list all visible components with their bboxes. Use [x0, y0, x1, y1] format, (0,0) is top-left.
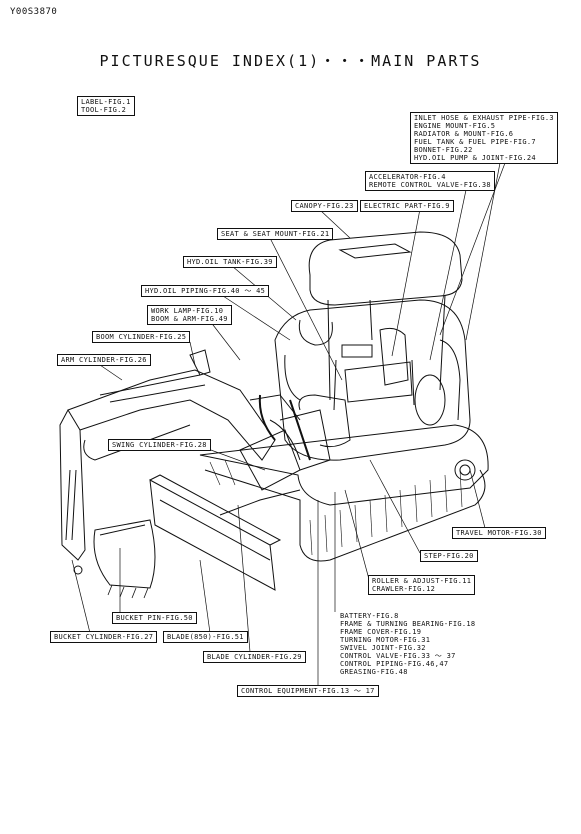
swing-cylinder-callout: SWING CYLINDER-FIG.28 — [108, 439, 211, 451]
callout-line: ROLLER & ADJUST-FIG.11 — [372, 577, 472, 585]
callout-line: CRAWLER-FIG.12 — [372, 585, 436, 593]
seat-callout: SEAT & SEAT MOUNT-FIG.21 — [217, 228, 334, 240]
step-callout: STEP-FIG.20 — [420, 550, 478, 562]
canopy-callout: CANOPY-FIG.23 — [291, 200, 358, 212]
callout-line: GREASING-FIG.48 — [340, 668, 408, 676]
callout-line: TOOL-FIG.2 — [81, 106, 127, 114]
callout-line: CONTROL PIPING-FIG.46,47 — [340, 660, 449, 668]
bucket — [73, 519, 156, 599]
work-lamp-callout: WORK LAMP-FIG.10 BOOM & ARM-FIG.49 — [147, 305, 232, 325]
callout-line: CONTROL VALVE-FIG.33 〜 37 — [340, 652, 456, 660]
callout-line: TURNING MOTOR-FIG.31 — [340, 636, 431, 644]
blade-callout: BLADE(850)-FIG.51 — [163, 631, 248, 643]
swing-bracket — [239, 394, 351, 491]
leader-lines — [71, 162, 506, 686]
callout-line: REMOTE CONTROL VALVE-FIG.38 — [369, 181, 491, 189]
frame-group-callout: BATTERY-FIG.8 FRAME & TURNING BEARING-FI… — [337, 611, 479, 677]
callout-line: RADIATOR & MOUNT-FIG.6 — [414, 130, 514, 138]
blade-cylinder-callout: BLADE CYLINDER-FIG.29 — [203, 651, 306, 663]
accelerator-callout: ACCELERATOR-FIG.4 REMOTE CONTROL VALVE-F… — [365, 171, 495, 191]
callout-line: FRAME & TURNING BEARING-FIG.18 — [340, 620, 476, 628]
callout-line: BONNET-FIG.22 — [414, 146, 473, 154]
callout-line: ENGINE MOUNT-FIG.5 — [414, 122, 496, 130]
boom-and-arm — [59, 349, 301, 561]
callout-line: FRAME COVER-FIG.19 — [340, 628, 422, 636]
control-equipment-callout: CONTROL EQUIPMENT-FIG.13 〜 17 — [237, 685, 379, 697]
electric-part-callout: ELECTRIC PART-FIG.9 — [360, 200, 454, 212]
canopy — [308, 231, 463, 401]
dozer-blade — [149, 474, 301, 591]
callout-line: LABEL-FIG.1 — [81, 98, 131, 106]
document-code: Y00S3870 — [10, 7, 58, 17]
callout-line: BATTERY-FIG.8 — [340, 612, 399, 620]
callout-line: FUEL TANK & FUEL PIPE-FIG.7 — [414, 138, 536, 146]
arm-cylinder-callout: ARM CYLINDER-FIG.26 — [57, 354, 151, 366]
upper-structure — [274, 299, 471, 461]
roller-crawler-callout: ROLLER & ADJUST-FIG.11 CRAWLER-FIG.12 — [368, 575, 476, 595]
callout-line: ACCELERATOR-FIG.4 — [369, 173, 446, 181]
callout-line: HYD.OIL PUMP & JOINT-FIG.24 — [414, 154, 536, 162]
operator-seat — [333, 327, 415, 411]
engine-group-callout: INLET HOSE & EXHAUST PIPE-FIG.3 ENGINE M… — [410, 112, 558, 164]
bucket-cylinder-callout: BUCKET CYLINDER-FIG.27 — [50, 631, 158, 643]
page-title: PICTURESQUE INDEX(1)・・・MAIN PARTS — [99, 52, 482, 70]
label-tool-callout: LABEL-FIG.1 TOOL-FIG.2 — [77, 96, 135, 116]
callout-line: BOOM & ARM-FIG.49 — [151, 315, 228, 323]
boom-cylinder-callout: BOOM CYLINDER-FIG.25 — [92, 331, 191, 343]
callout-line: WORK LAMP-FIG.10 — [151, 307, 224, 315]
hyd-oil-tank-callout: HYD.OIL TANK-FIG.39 — [183, 256, 277, 268]
crawler-tracks — [199, 424, 489, 562]
travel-motor-callout: TRAVEL MOTOR-FIG.30 — [452, 527, 546, 539]
hyd-oil-piping-callout: HYD.OIL PIPING-FIG.40 〜 45 — [141, 285, 270, 297]
callout-line: INLET HOSE & EXHAUST PIPE-FIG.3 — [414, 114, 554, 122]
callout-line: SWIVEL JOINT-FIG.32 — [340, 644, 426, 652]
bucket-pin-callout: BUCKET PIN-FIG.50 — [112, 612, 197, 624]
